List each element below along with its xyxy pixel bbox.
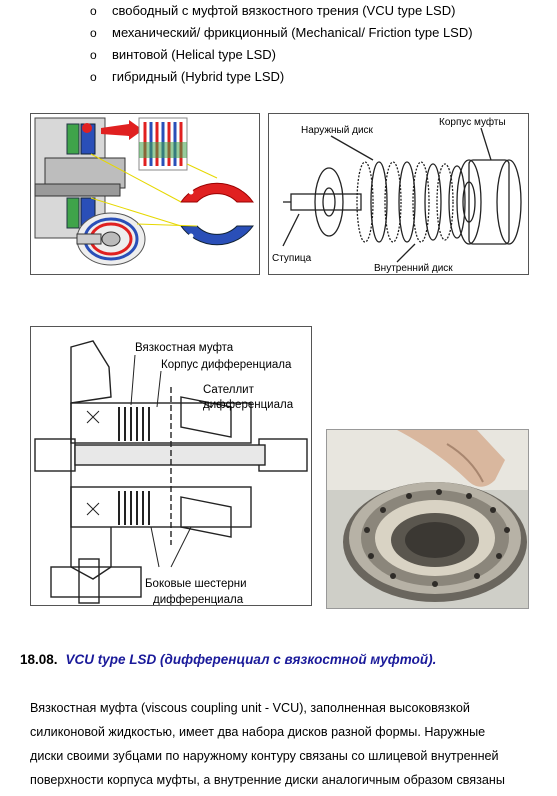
bullet-circle-icon: o (90, 4, 97, 18)
coupling-exploded-figure: Наружный диск Корпус муфты Ступица Внутр… (268, 113, 529, 275)
satellite-label-line1: Сателлит (203, 384, 254, 396)
vcu-cutaway-illustration (34, 117, 254, 266)
paragraph-line: поверхности корпуса муфты, а внутренние … (30, 773, 505, 787)
clutch-pack-photo (326, 429, 529, 609)
differential-section-illustration (34, 340, 308, 604)
lsd-types-list: o свободный с муфтой вязкостного трения (… (90, 0, 473, 88)
differential-section-figure: Вязкостная муфта Корпус дифференциала Са… (30, 326, 312, 606)
section-heading: 18.08. VCU type LSD (дифференциал с вязко… (20, 652, 436, 667)
section-title: VCU type LSD (дифференциал с вязкостной … (65, 652, 437, 667)
list-item: o механический/ фрикционный (Mechanical/ … (90, 22, 473, 44)
inner-disk-label: Внутренний диск (374, 263, 453, 274)
side-gears-label-line2: дифференциала (153, 594, 244, 606)
list-item: o винтовой (Helical type LSD) (90, 44, 473, 66)
body-paragraph: Вязкостная муфта (viscous coupling unit … (30, 696, 535, 792)
outer-disk-label: Наружный диск (301, 125, 373, 136)
list-item: o гибридный (Hybrid type LSD) (90, 66, 473, 88)
list-item-text: винтовой (Helical type LSD) (112, 47, 277, 62)
satellite-label-line2: дифференциала (203, 399, 294, 411)
list-item-text: свободный с муфтой вязкостного трения (V… (112, 3, 456, 18)
coupling-exploded-illustration (282, 127, 522, 263)
bullet-circle-icon: o (90, 48, 97, 62)
list-item: o свободный с муфтой вязкостного трения (… (90, 0, 473, 22)
diff-case-label: Корпус дифференциала (161, 359, 292, 371)
list-item-text: механический/ фрикционный (Mechanical/ F… (112, 25, 473, 40)
section-number: 18.08. (20, 652, 58, 667)
viscous-coupling-label: Вязкостная муфта (135, 342, 234, 354)
hub-label: Ступица (272, 253, 312, 264)
bullet-circle-icon: o (90, 26, 97, 40)
housing-label: Корпус муфты (439, 117, 506, 128)
side-gears-label-line1: Боковые шестерни (145, 578, 247, 590)
clutch-pack-photo-rendering (327, 430, 528, 608)
paragraph-line: диски своими зубцами по наружному контур… (30, 749, 499, 763)
list-item-text: гибридный (Hybrid type LSD) (112, 69, 285, 84)
paragraph-line: силиконовой жидкостью, имеет два набора … (30, 725, 486, 739)
bullet-circle-icon: o (90, 70, 97, 84)
vcu-cutaway-figure (30, 113, 260, 275)
paragraph-line: Вязкостная муфта (viscous coupling unit … (30, 701, 470, 715)
